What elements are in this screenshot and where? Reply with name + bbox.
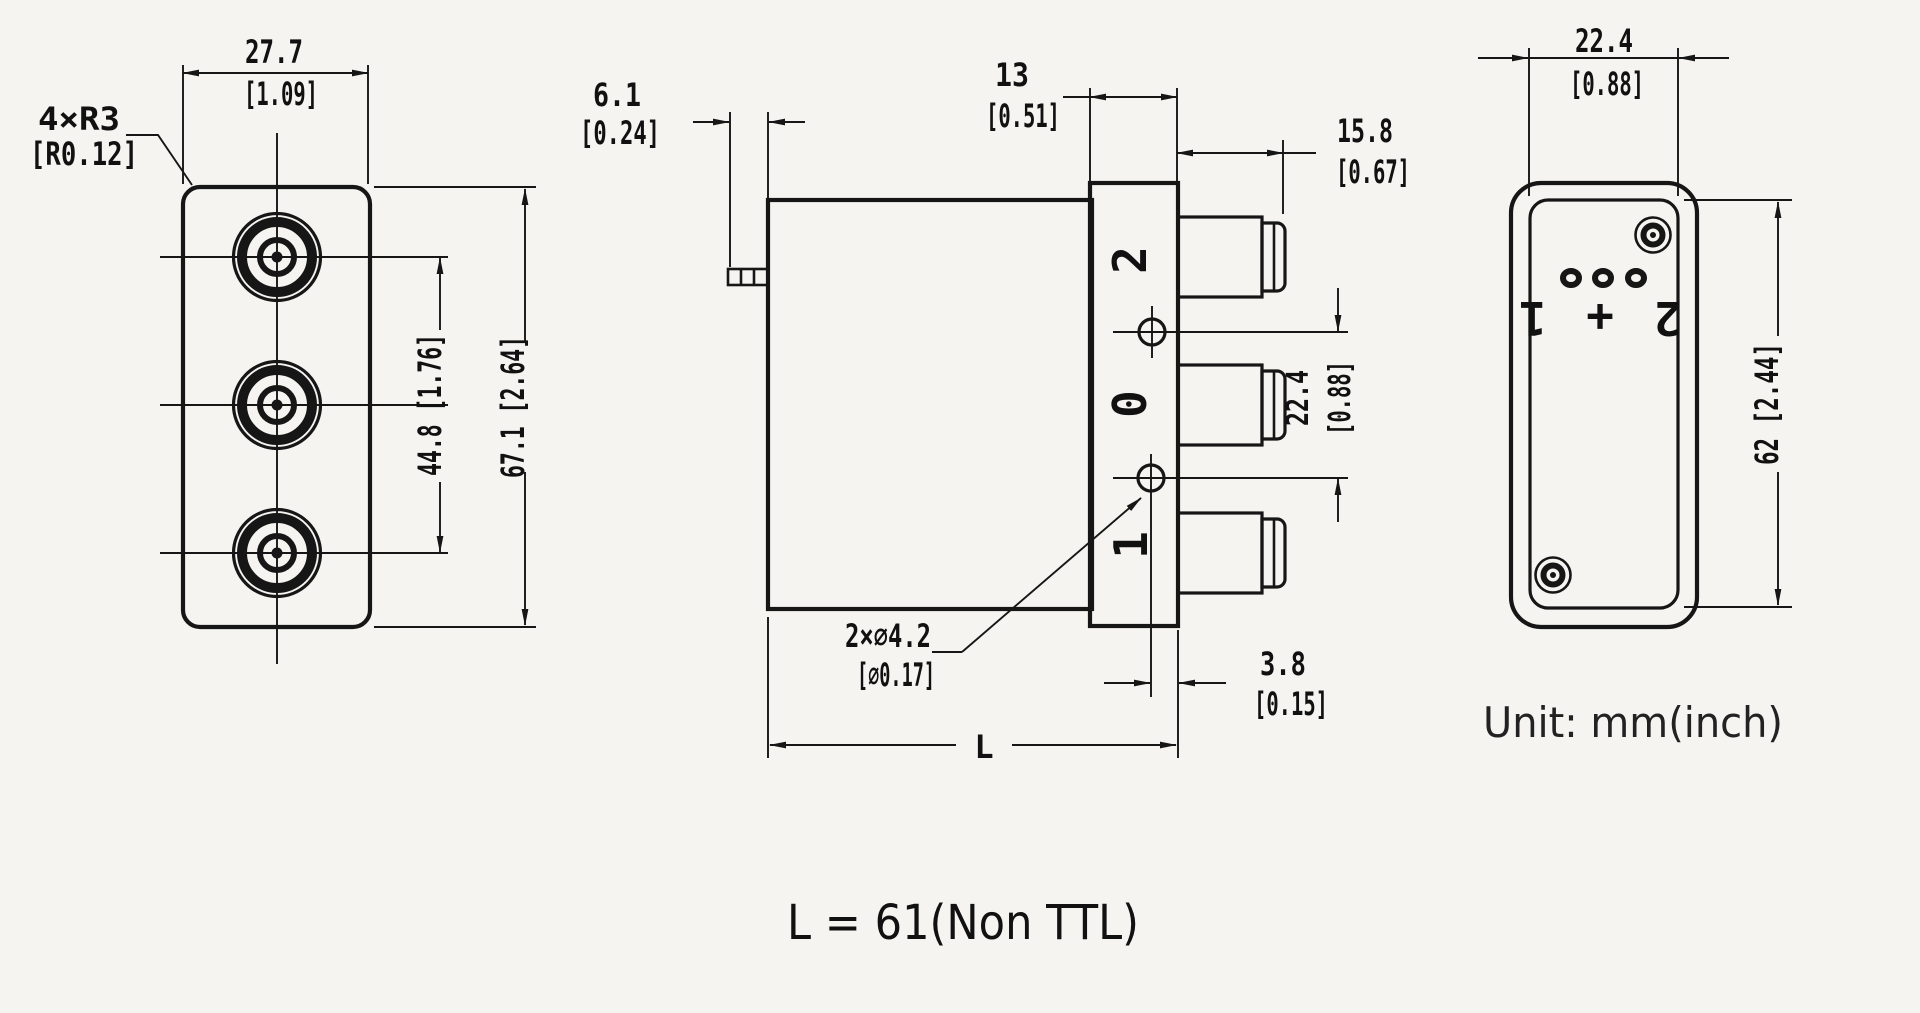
plate-dim-inch: [0.51] [986, 97, 1060, 135]
side-pin [726, 267, 770, 287]
side-connector-1 [1176, 215, 1287, 299]
pitch-dim-inch: [0.88] [1323, 361, 1358, 435]
side-mount-hole-1 [1113, 306, 1348, 358]
pin-dim-mm: 6.1 [593, 76, 641, 114]
side-connector-2 [1176, 363, 1287, 447]
back-width-mm: 22.4 [1575, 22, 1633, 60]
front-radius-label-2: [R0.12] [30, 135, 138, 173]
front-spacing-label: 44.8 [1.76] [411, 334, 449, 476]
back-screw-bottom [1534, 556, 1572, 594]
unit-note: Unit: mm(inch) [1483, 698, 1783, 747]
side-pin-dimension: 6.1 [0.24] [580, 76, 805, 267]
side-connector-3 [1176, 511, 1287, 595]
offset-dim-inch: [0.15] [1254, 685, 1328, 723]
front-corner-radius-callout: 4×R3 [R0.12] [30, 100, 193, 186]
side-connector-length-dimension: 15.8 [0.67] [1176, 112, 1410, 214]
front-height-dimension: 67.1 [2.64] [374, 186, 536, 628]
side-length-dimension: L [767, 617, 1177, 766]
pitch-dim-mm: 22.4 [1281, 370, 1316, 426]
side-view: 2 0 1 6.1 [0.24] 13 [0.51] 15.8 [0.6 [580, 56, 1410, 766]
back-outer-outline [1508, 180, 1700, 630]
back-height-label: 62 [2.44] [1748, 343, 1786, 465]
side-body-outline [765, 197, 1095, 612]
length-dim-label: L [974, 728, 993, 766]
back-screw-top [1634, 216, 1672, 254]
channel-label-top: 2 [1103, 246, 1157, 274]
front-radius-label-1: 4×R3 [38, 100, 120, 138]
side-pitch-dimension: 22.4 [0.88] [1281, 288, 1358, 522]
back-terminal-labels: 2 + 1 [1513, 291, 1681, 345]
front-height-label: 67.1 [2.64] [494, 336, 532, 478]
pin-dim-inch: [0.24] [580, 114, 660, 152]
front-width-inch: [1.09] [244, 75, 318, 113]
hole-callout-mm: 2×∅4.2 [845, 617, 931, 655]
channel-label-bot: 1 [1104, 531, 1158, 559]
side-offset-dimension: 3.8 [0.15] [1104, 630, 1328, 758]
front-centerlines [160, 133, 448, 664]
side-plate-dimension: 13 [0.51] [986, 56, 1178, 181]
front-spacing-dimension: 44.8 [1.76] [411, 257, 449, 553]
side-mount-hole-2 [1113, 454, 1348, 697]
plate-dim-mm: 13 [995, 56, 1029, 94]
channel-label-mid: 0 [1103, 390, 1157, 418]
back-view: 2 + 1 22.4 [0.88] 62 [2.44] [1478, 22, 1792, 630]
length-note: L = 61(Non TTL) [787, 895, 1139, 951]
back-width-inch: [0.88] [1570, 65, 1644, 103]
offset-dim-mm: 3.8 [1260, 645, 1306, 683]
side-hole-callout: 2×∅4.2 [∅0.17] [845, 497, 1142, 694]
front-width-dimension: 27.7 [1.09] [182, 33, 369, 184]
front-width-mm: 27.7 [245, 33, 303, 71]
connector-length-inch: [0.67] [1336, 153, 1410, 191]
back-inner-outline [1528, 198, 1680, 610]
hole-callout-inch: [∅0.17] [857, 656, 935, 694]
front-view: 27.7 [1.09] 4×R3 [R0.12] 44.8 [1.76] 67.… [30, 33, 536, 664]
back-terminal-holes [1560, 268, 1647, 288]
back-height-dimension: 62 [2.44] [1684, 199, 1792, 608]
back-width-dimension: 22.4 [0.88] [1478, 22, 1729, 196]
connector-length-mm: 15.8 [1337, 112, 1393, 150]
